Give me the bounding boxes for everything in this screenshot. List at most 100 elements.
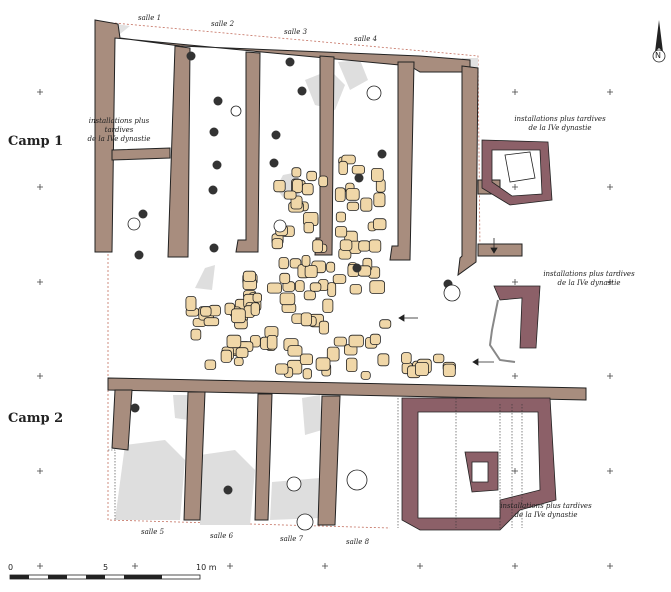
stone bbox=[300, 312, 312, 327]
room-label-3: salle 3 bbox=[284, 28, 308, 36]
stone bbox=[315, 357, 331, 371]
pit bbox=[366, 85, 382, 101]
stone bbox=[266, 334, 278, 350]
stone bbox=[220, 349, 232, 363]
grid-cross bbox=[37, 184, 43, 190]
note-right2: installations plus tardives de la IVe dy… bbox=[534, 270, 644, 288]
stone bbox=[414, 361, 429, 376]
pit bbox=[286, 476, 302, 492]
pit bbox=[230, 105, 242, 117]
stone bbox=[301, 254, 311, 267]
camp2-label: Camp 2 bbox=[8, 411, 64, 426]
stone bbox=[334, 187, 346, 202]
walls-camp1 bbox=[94, 19, 523, 277]
stone bbox=[373, 192, 386, 208]
note-line: de la IVe dynastie bbox=[528, 124, 592, 132]
stone bbox=[318, 175, 328, 188]
note-line: installations plus tardives bbox=[88, 117, 150, 134]
stone bbox=[377, 353, 390, 367]
note-line: de la IVe dynastie bbox=[87, 135, 151, 143]
stone bbox=[326, 261, 336, 273]
post-hole bbox=[138, 209, 148, 219]
stone bbox=[266, 282, 282, 294]
stone bbox=[318, 320, 329, 335]
stone bbox=[287, 345, 303, 357]
note-left: installations plus tardives de la IVe dy… bbox=[74, 117, 164, 144]
stone bbox=[345, 188, 360, 201]
stone bbox=[433, 353, 445, 364]
stone bbox=[345, 357, 358, 373]
stone bbox=[299, 353, 313, 366]
post-hole bbox=[377, 149, 387, 159]
room-label-2: salle 2 bbox=[211, 20, 235, 28]
pit bbox=[273, 219, 287, 233]
post-hole bbox=[208, 185, 218, 195]
grid-cross bbox=[512, 279, 518, 285]
pit bbox=[296, 513, 314, 531]
grid-cross bbox=[512, 184, 518, 190]
stone bbox=[369, 280, 385, 294]
room-label-4: salle 4 bbox=[354, 35, 378, 43]
post-hole bbox=[130, 403, 140, 413]
stone bbox=[309, 282, 322, 292]
grid-cross bbox=[37, 563, 43, 569]
grid-cross bbox=[607, 468, 613, 474]
room-label-5: salle 5 bbox=[141, 528, 165, 536]
stone bbox=[334, 226, 348, 238]
stone bbox=[322, 298, 334, 313]
stone bbox=[351, 165, 366, 175]
stone bbox=[349, 284, 362, 295]
note-bottom: installations plus tardives de la IVe dy… bbox=[490, 502, 602, 520]
note-line: installations plus tardives bbox=[514, 115, 606, 123]
grid-cross bbox=[607, 373, 613, 379]
scale-label-0: 0 bbox=[8, 563, 14, 572]
stone bbox=[303, 290, 316, 301]
post-hole bbox=[134, 250, 144, 260]
post-hole bbox=[352, 263, 362, 273]
scale-label-5: 5 bbox=[103, 563, 109, 572]
post-hole bbox=[271, 130, 281, 140]
room-label-1: salle 1 bbox=[138, 14, 162, 22]
stone bbox=[358, 240, 371, 252]
stone bbox=[292, 178, 303, 194]
grid-cross bbox=[37, 89, 43, 95]
stone bbox=[335, 211, 346, 223]
post-hole bbox=[354, 173, 364, 183]
grid-cross bbox=[322, 563, 328, 569]
room-label-8: salle 8 bbox=[346, 538, 370, 546]
post-hole bbox=[213, 96, 223, 106]
stone bbox=[348, 334, 364, 348]
grid-cross bbox=[512, 89, 518, 95]
grid-cross bbox=[132, 563, 138, 569]
grid-cross bbox=[607, 184, 613, 190]
grid-cross bbox=[607, 89, 613, 95]
room-label-6: salle 6 bbox=[210, 532, 234, 540]
stone bbox=[303, 221, 314, 234]
stone bbox=[295, 280, 305, 293]
stone bbox=[279, 292, 296, 306]
stone bbox=[278, 257, 289, 270]
stone bbox=[339, 239, 353, 251]
stone bbox=[326, 346, 340, 362]
stone bbox=[204, 359, 217, 370]
camp1-label: Camp 1 bbox=[8, 134, 64, 149]
stone bbox=[301, 183, 314, 196]
stone bbox=[203, 317, 220, 327]
post-hole bbox=[285, 57, 295, 67]
stones bbox=[185, 154, 456, 380]
scale-bar bbox=[9, 574, 201, 580]
grid-cross bbox=[37, 468, 43, 474]
stone bbox=[346, 201, 360, 211]
post-hole bbox=[212, 160, 222, 170]
stone bbox=[371, 167, 384, 182]
stone bbox=[372, 218, 387, 231]
note-line: installations plus tardives bbox=[500, 502, 592, 510]
stone bbox=[369, 333, 381, 345]
stone bbox=[190, 328, 202, 341]
post-hole bbox=[223, 485, 233, 495]
stone bbox=[283, 190, 297, 200]
north-arrow-icon bbox=[652, 20, 666, 63]
grid-crosses bbox=[37, 89, 613, 569]
stone bbox=[250, 302, 260, 316]
grid-cross bbox=[512, 373, 518, 379]
